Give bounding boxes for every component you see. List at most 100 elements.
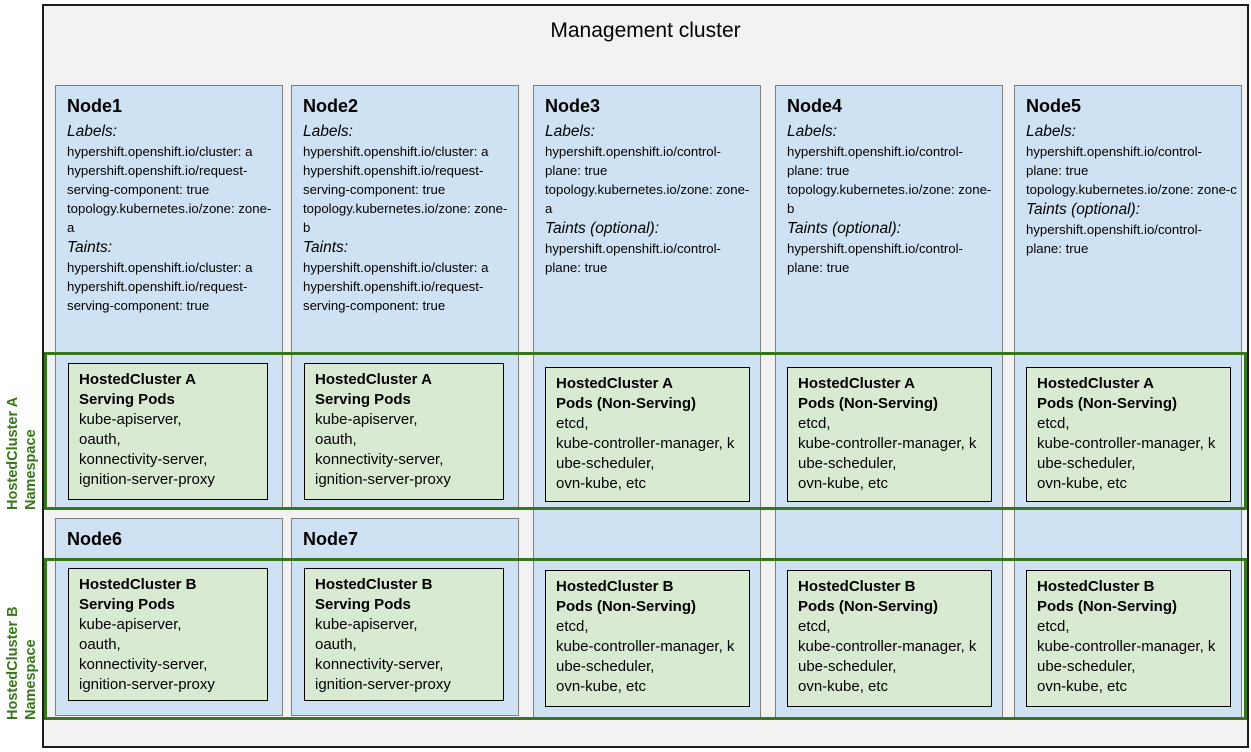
pod-item: konnectivity-server, bbox=[315, 656, 444, 673]
pod-item: ovn-kube, etc bbox=[798, 678, 889, 695]
pod-item: kube-apiserver, bbox=[315, 411, 418, 428]
pod-box-title: Serving Pods bbox=[79, 391, 175, 408]
pod-box-title: Serving Pods bbox=[315, 391, 411, 408]
taint-line: hypershift.openshift.io/control-plane: t… bbox=[787, 241, 963, 275]
pod-box-title: Serving Pods bbox=[79, 596, 175, 613]
labels-heading: Labels: bbox=[545, 123, 595, 140]
node-title: Node1 bbox=[67, 96, 123, 116]
pod-item: kube-apiserver, bbox=[79, 411, 182, 428]
pod-item: kube-controller-manager, kube-scheduler, bbox=[556, 435, 735, 472]
pod-item: kube-controller-manager, kube-scheduler, bbox=[556, 638, 735, 675]
node-title: Node7 bbox=[303, 529, 359, 549]
taints-heading: Taints: bbox=[303, 239, 349, 256]
namespace-label-line: Namespace bbox=[23, 429, 39, 510]
namespace-label-line: HostedCluster B bbox=[5, 606, 21, 720]
pod-item: ignition-server-proxy bbox=[315, 676, 451, 693]
pod-box-title: HostedCluster B bbox=[556, 578, 674, 595]
pod-box-nonserving-a-node4: HostedCluster A Pods (Non-Serving) etcd,… bbox=[787, 367, 992, 502]
pod-box-title: HostedCluster A bbox=[798, 375, 915, 392]
pod-item: kube-apiserver, bbox=[79, 616, 182, 633]
hostedcluster-a-namespace-band bbox=[44, 352, 1247, 510]
labels-heading: Labels: bbox=[1026, 123, 1076, 140]
label-line: topology.kubernetes.io/zone: zone-c bbox=[1026, 182, 1237, 197]
hostedcluster-b-namespace-label: HostedCluster B Namespace bbox=[4, 570, 40, 720]
pod-item: konnectivity-server, bbox=[79, 451, 208, 468]
pod-box-title: HostedCluster A bbox=[79, 371, 196, 388]
pod-item: ovn-kube, etc bbox=[798, 475, 889, 492]
pod-item: etcd, bbox=[798, 618, 831, 635]
node-title: Node3 bbox=[545, 96, 601, 116]
pod-item: kube-controller-manager, kube-scheduler, bbox=[798, 638, 977, 675]
pod-item: etcd, bbox=[556, 618, 589, 635]
label-line: topology.kubernetes.io/zone: zone-a bbox=[67, 201, 272, 235]
pod-box-nonserving-b-node5: HostedCluster B Pods (Non-Serving) etcd,… bbox=[1026, 570, 1231, 707]
pod-item: oauth, bbox=[315, 431, 357, 448]
label-line: hypershift.openshift.io/request-serving-… bbox=[303, 163, 484, 197]
labels-heading: Labels: bbox=[787, 123, 837, 140]
pod-item: etcd, bbox=[556, 415, 589, 432]
taint-line: hypershift.openshift.io/cluster: a bbox=[303, 260, 489, 275]
pod-box-title: HostedCluster B bbox=[315, 576, 433, 593]
label-line: topology.kubernetes.io/zone: zone-a bbox=[545, 182, 750, 216]
pod-item: ovn-kube, etc bbox=[556, 475, 647, 492]
labels-heading: Labels: bbox=[303, 123, 353, 140]
pod-box-nonserving-a-node5: HostedCluster A Pods (Non-Serving) etcd,… bbox=[1026, 367, 1231, 502]
pod-item: kube-controller-manager, kube-scheduler, bbox=[798, 435, 977, 472]
diagram-title: Management cluster bbox=[550, 19, 741, 42]
pod-box-serving-b-node6: HostedCluster B Serving Pods kube-apiser… bbox=[68, 568, 268, 701]
label-line: topology.kubernetes.io/zone: zone-b bbox=[303, 201, 508, 235]
pod-item: konnectivity-server, bbox=[315, 451, 444, 468]
node-title: Node6 bbox=[67, 529, 123, 549]
namespace-label-line: Namespace bbox=[23, 639, 39, 720]
pod-box-title: Pods (Non-Serving) bbox=[1037, 598, 1178, 615]
pod-box-serving-a-node1: HostedCluster A Serving Pods kube-apiser… bbox=[68, 363, 268, 500]
pod-item: ovn-kube, etc bbox=[556, 678, 647, 695]
taints-heading: Taints (optional): bbox=[1026, 201, 1141, 218]
pod-box-title: HostedCluster A bbox=[556, 375, 673, 392]
pod-item: etcd, bbox=[798, 415, 831, 432]
pod-item: kube-apiserver, bbox=[315, 616, 418, 633]
namespace-label-line: HostedCluster A bbox=[5, 396, 21, 510]
pod-box-serving-b-node7: HostedCluster B Serving Pods kube-apiser… bbox=[304, 568, 504, 701]
pod-item: etcd, bbox=[1037, 618, 1070, 635]
node-title: Node4 bbox=[787, 96, 843, 116]
pod-box-title: Serving Pods bbox=[315, 596, 411, 613]
pod-box-title: HostedCluster B bbox=[79, 576, 197, 593]
pod-box-title: Pods (Non-Serving) bbox=[798, 395, 939, 412]
pod-box-title: Pods (Non-Serving) bbox=[556, 598, 697, 615]
label-line: hypershift.openshift.io/control-plane: t… bbox=[1026, 144, 1202, 178]
pod-box-nonserving-b-node4: HostedCluster B Pods (Non-Serving) etcd,… bbox=[787, 570, 992, 707]
pod-box-title: HostedCluster A bbox=[1037, 375, 1154, 392]
taints-heading: Taints (optional): bbox=[545, 220, 660, 237]
hostedcluster-b-namespace-band bbox=[44, 558, 1247, 720]
pod-box-title: Pods (Non-Serving) bbox=[798, 598, 939, 615]
pod-item: ovn-kube, etc bbox=[1037, 475, 1128, 492]
pod-item: kube-controller-manager, kube-scheduler, bbox=[1037, 435, 1216, 472]
taint-line: hypershift.openshift.io/cluster: a bbox=[67, 260, 253, 275]
pod-box-title: Pods (Non-Serving) bbox=[556, 395, 697, 412]
pod-item: oauth, bbox=[315, 636, 357, 653]
pod-item: oauth, bbox=[79, 431, 121, 448]
taint-line: hypershift.openshift.io/control-plane: t… bbox=[545, 241, 721, 275]
label-line: hypershift.openshift.io/cluster: a bbox=[303, 144, 489, 159]
label-line: topology.kubernetes.io/zone: zone-b bbox=[787, 182, 992, 216]
taint-line: hypershift.openshift.io/request-serving-… bbox=[303, 279, 484, 313]
pod-box-title: HostedCluster B bbox=[798, 578, 916, 595]
pod-item: kube-controller-manager, kube-scheduler, bbox=[1037, 638, 1216, 675]
node-title: Node2 bbox=[303, 96, 359, 116]
hostedcluster-a-namespace-label: HostedCluster A Namespace bbox=[4, 360, 40, 510]
pod-item: ignition-server-proxy bbox=[315, 471, 451, 488]
node-title: Node5 bbox=[1026, 96, 1082, 116]
pod-box-title: HostedCluster B bbox=[1037, 578, 1155, 595]
pod-box-title: HostedCluster A bbox=[315, 371, 432, 388]
pod-box-title: Pods (Non-Serving) bbox=[1037, 395, 1178, 412]
pod-box-nonserving-a-node3: HostedCluster A Pods (Non-Serving) etcd,… bbox=[545, 367, 750, 502]
taints-heading: Taints (optional): bbox=[787, 220, 902, 237]
pod-item: ignition-server-proxy bbox=[79, 471, 215, 488]
label-line: hypershift.openshift.io/control-plane: t… bbox=[787, 144, 963, 178]
pod-item: ignition-server-proxy bbox=[79, 676, 215, 693]
pod-item: konnectivity-server, bbox=[79, 656, 208, 673]
taint-line: hypershift.openshift.io/request-serving-… bbox=[67, 279, 248, 313]
label-line: hypershift.openshift.io/cluster: a bbox=[67, 144, 253, 159]
